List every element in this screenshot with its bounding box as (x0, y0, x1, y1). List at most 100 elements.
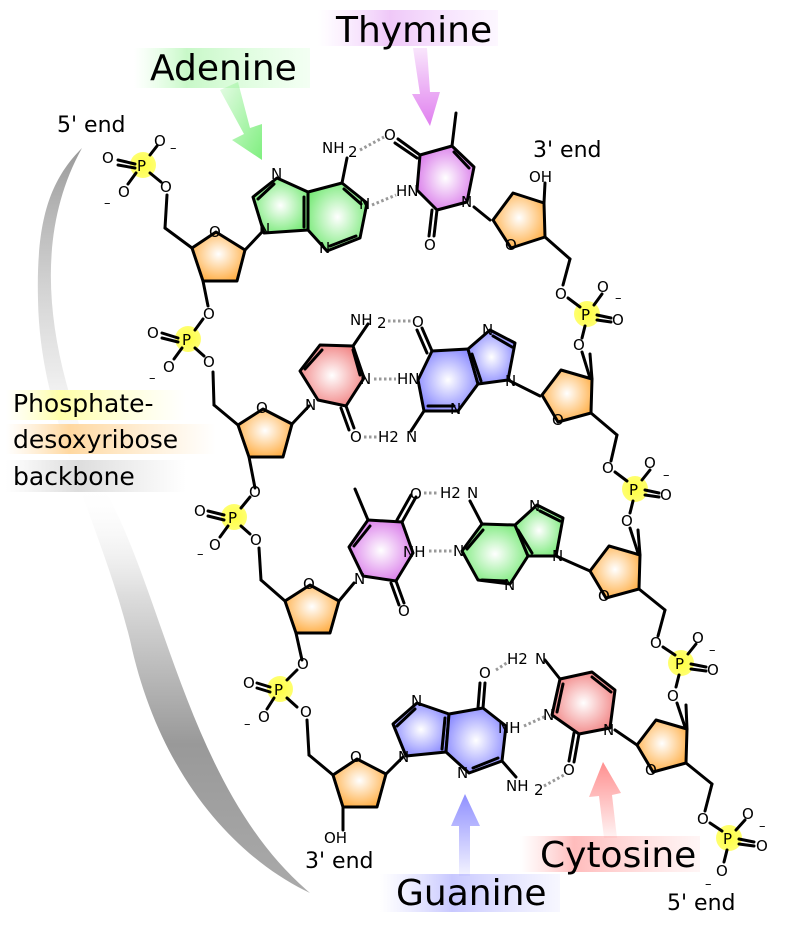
deoxyribose-sugar: O (491, 191, 547, 254)
deoxyribose-sugar: O (635, 718, 689, 779)
svg-text:N: N (603, 721, 614, 739)
hydrogen-bond (543, 773, 565, 788)
svg-text:–: – (170, 141, 177, 156)
cytosine-label-bg (520, 836, 700, 872)
svg-text:O: O (384, 126, 396, 144)
svg-text:O: O (742, 805, 754, 823)
phosphate-group: O O O O P – – (102, 132, 177, 211)
svg-text:P: P (581, 306, 590, 324)
svg-text:–: – (615, 291, 622, 306)
svg-text:O: O (160, 178, 172, 196)
svg-text:O: O (598, 587, 610, 605)
three-prime-end-top: 3' end (533, 138, 601, 163)
svg-text:HN: HN (397, 370, 420, 388)
svg-text:N: N (259, 220, 270, 238)
phosphate-group: O O O O P – (243, 655, 312, 732)
svg-text:HN: HN (396, 182, 419, 200)
svg-text:O: O (194, 502, 206, 520)
svg-text:N: N (411, 692, 422, 710)
svg-text:N: N (398, 748, 409, 766)
svg-text:O: O (243, 674, 255, 692)
svg-text:O: O (209, 223, 221, 241)
svg-text:O: O (707, 661, 719, 679)
phosphate-group: O O O O P – (147, 305, 215, 386)
svg-text:P: P (137, 157, 146, 175)
adenine-arrow-icon (220, 82, 262, 160)
svg-text:N: N (305, 396, 316, 414)
hydrogen-bond (359, 135, 385, 152)
cytosine-arrow-icon (589, 762, 621, 838)
svg-text:N: N (271, 165, 282, 183)
hydroxyl-group: OH (324, 829, 347, 847)
svg-text:O: O (697, 810, 709, 828)
svg-text:O: O (258, 708, 270, 726)
svg-text:O: O (424, 236, 436, 254)
guanine-label-bg (380, 874, 560, 912)
svg-text:O: O (716, 862, 728, 880)
svg-text:N: N (359, 195, 370, 213)
svg-text:–: – (709, 643, 716, 658)
svg-text:H2: H2 (378, 428, 399, 446)
svg-text:N: N (505, 372, 516, 390)
svg-text:O: O (573, 336, 585, 354)
backbone-arc (37, 148, 310, 893)
svg-text:NH: NH (322, 139, 345, 157)
svg-text:–: – (149, 371, 156, 386)
svg-text:O: O (650, 634, 662, 652)
three-prime-end-bottom: 3' end (305, 849, 373, 874)
svg-text:–: – (663, 468, 670, 483)
svg-text:O: O (597, 278, 609, 296)
guanine-base: N N N O NH NH 2 (391, 664, 544, 799)
svg-text:O: O (555, 285, 567, 303)
svg-text:N: N (360, 370, 371, 388)
svg-text:N: N (543, 706, 554, 724)
thymine-base: O HN N O (384, 111, 492, 254)
svg-text:N: N (461, 193, 472, 211)
svg-text:O: O (303, 575, 315, 593)
backbone-label-bg-1 (6, 390, 186, 420)
backbone-label-line1: Phosphate- (13, 389, 153, 418)
svg-text:O: O (552, 411, 564, 429)
svg-text:O: O (621, 512, 633, 530)
svg-text:P: P (675, 655, 684, 673)
adenine-label: Adenine (150, 48, 297, 89)
backbone-label-line2: desoxyribose (13, 425, 178, 454)
svg-text:O: O (118, 183, 130, 201)
svg-text:N: N (529, 497, 540, 515)
cytosine-base: H2 N N N O (507, 650, 639, 779)
svg-text:N: N (535, 650, 546, 668)
svg-text:O: O (756, 837, 768, 855)
thymine-label: Thymine (335, 10, 492, 51)
deoxyribose-sugar: O (190, 223, 247, 283)
svg-text:NH: NH (498, 719, 521, 737)
svg-text:O: O (163, 358, 175, 376)
svg-text:O: O (147, 324, 159, 342)
adenine-label-bg (134, 48, 310, 88)
backbone-label-bg-3 (6, 460, 186, 492)
svg-text:H2: H2 (440, 484, 461, 502)
svg-text:P: P (182, 331, 191, 349)
svg-text:P: P (274, 681, 283, 699)
svg-text:O: O (250, 531, 262, 549)
adenine-base: N N N N NH 2 (251, 139, 370, 257)
hydroxyl-group: OH (529, 168, 552, 186)
svg-text:–: – (244, 717, 251, 732)
svg-text:P: P (723, 830, 732, 848)
svg-text:O: O (102, 149, 114, 167)
svg-text:O: O (256, 399, 268, 417)
svg-text:O: O (612, 311, 624, 329)
svg-text:N: N (354, 570, 365, 588)
svg-text:2: 2 (348, 143, 358, 161)
svg-text:O: O (300, 703, 312, 721)
five-prime-end-top: 5' end (57, 113, 125, 138)
adenine-base: H2 N N N N N (440, 484, 592, 594)
svg-text:N: N (450, 400, 461, 418)
deoxyribose-sugar: O (283, 575, 341, 635)
svg-text:N: N (457, 764, 468, 782)
hydrogen-bond (495, 660, 509, 672)
backbone-label-bg-2 (6, 424, 216, 454)
thymine-arrow-icon (412, 48, 440, 126)
thymine-label-bg (318, 10, 498, 46)
hydrogen-bond (371, 193, 397, 207)
